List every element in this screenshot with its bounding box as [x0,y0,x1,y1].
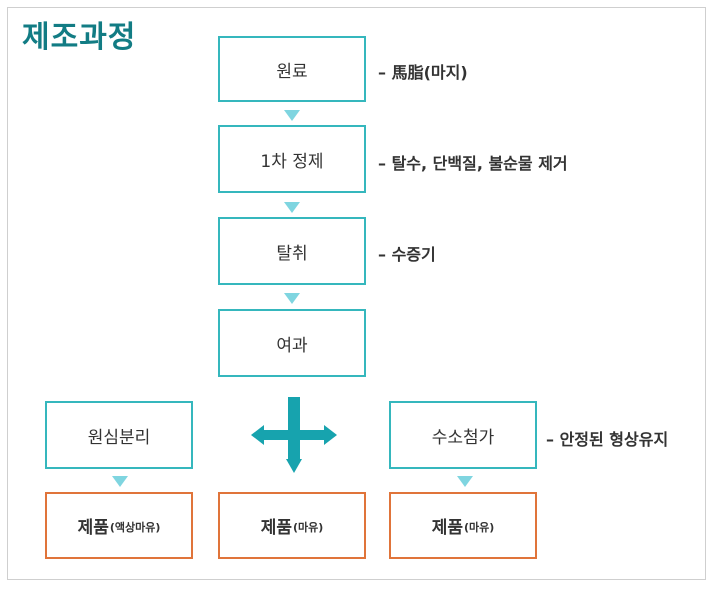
step-label: 탈취 [276,243,308,264]
product-label: 제품 [431,518,463,538]
page-title: 제조과정 [22,20,137,55]
product-label: 제품 [77,518,109,538]
chevron-down-icon [284,202,300,213]
slide-frame [7,7,706,580]
product-sub-label: (마유) [292,520,324,534]
branch-centrifugation: 원심분리 [45,401,193,469]
step-note-raw-material: – 馬脂(마지) [378,63,468,82]
product-horse-oil-center: 제품(마유) [218,492,366,559]
product-label: 제품 [260,518,292,538]
step-raw-material: 원료 [218,36,366,102]
branch-note-hydrogenation: – 안정된 형상유지 [546,430,669,449]
branch-label: 원심분리 [87,427,151,448]
step-filtration: 여과 [218,309,366,377]
step-label: 1차 정제 [260,151,324,172]
product-liquid-horse-oil: 제품(액상마유) [45,492,193,559]
product-sub-label: (액상마유) [109,520,161,534]
step-deodorization: 탈취 [218,217,366,285]
cross-arrows-icon [251,397,337,473]
product-horse-oil-hydrogenated: 제품(마유) [389,492,537,559]
chevron-down-icon [457,476,473,487]
step-note-deodorization: – 수증기 [378,245,436,264]
chevron-down-icon [284,110,300,121]
step-label: 여과 [276,335,308,356]
branch-hydrogenation: 수소첨가 [389,401,537,469]
step-label: 원료 [276,61,308,82]
branch-label: 수소첨가 [431,427,495,448]
product-sub-label: (마유) [463,520,495,534]
chevron-down-icon [112,476,128,487]
step-primary-refining: 1차 정제 [218,125,366,193]
chevron-down-icon [284,293,300,304]
step-note-primary-refining: – 탈수, 단백질, 불순물 제거 [378,154,568,173]
